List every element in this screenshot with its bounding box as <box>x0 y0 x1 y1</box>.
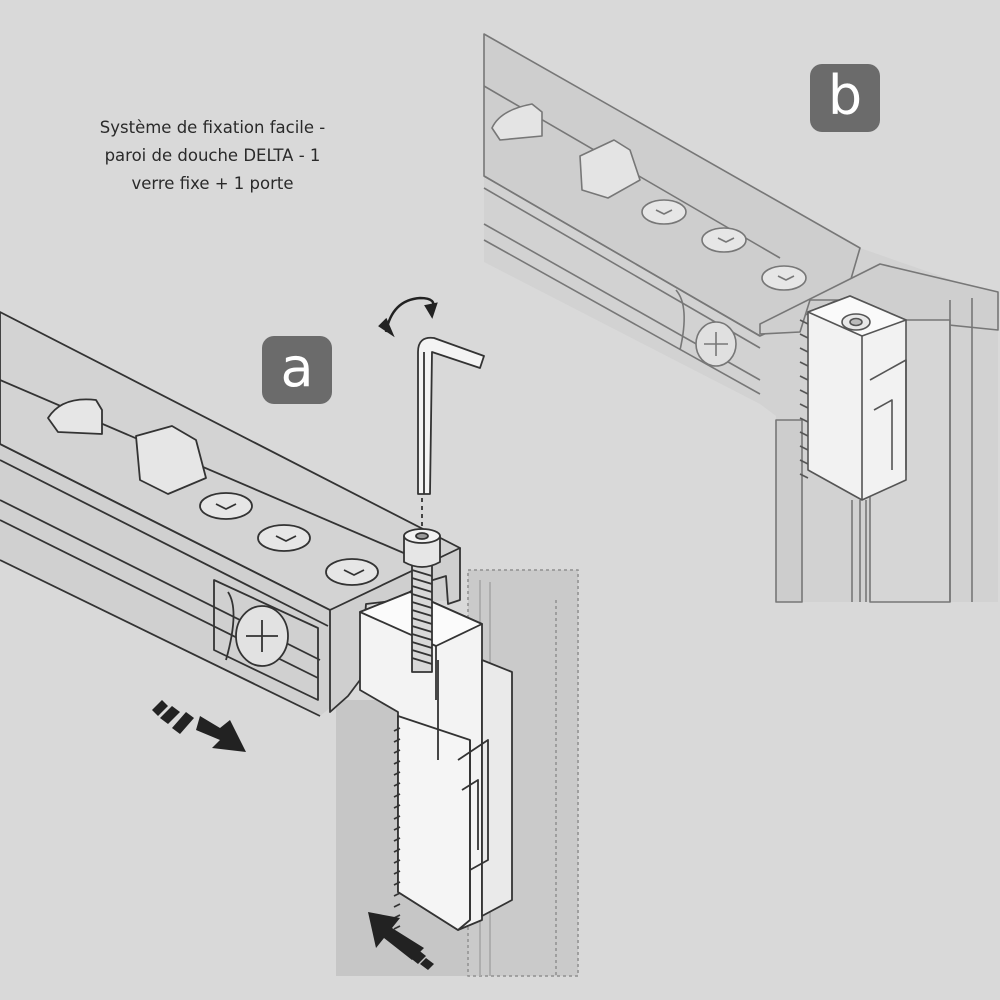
step-b-badge: b <box>810 64 880 132</box>
caption-line-2: paroi de douche DELTA - 1 <box>104 146 321 165</box>
step-a-badge: a <box>262 336 332 404</box>
allen-key-icon <box>417 336 485 495</box>
caption-line-1: Système de fixation facile - <box>99 118 326 137</box>
caption-line-3: verre fixe + 1 porte <box>131 174 294 193</box>
slide-arrow-icon <box>152 700 246 752</box>
push-arrow-icon <box>368 912 434 970</box>
rotate-arrow-icon <box>378 296 438 338</box>
screw-icon <box>235 605 289 667</box>
caption: Système de fixation facile - paroi de do… <box>80 114 345 198</box>
